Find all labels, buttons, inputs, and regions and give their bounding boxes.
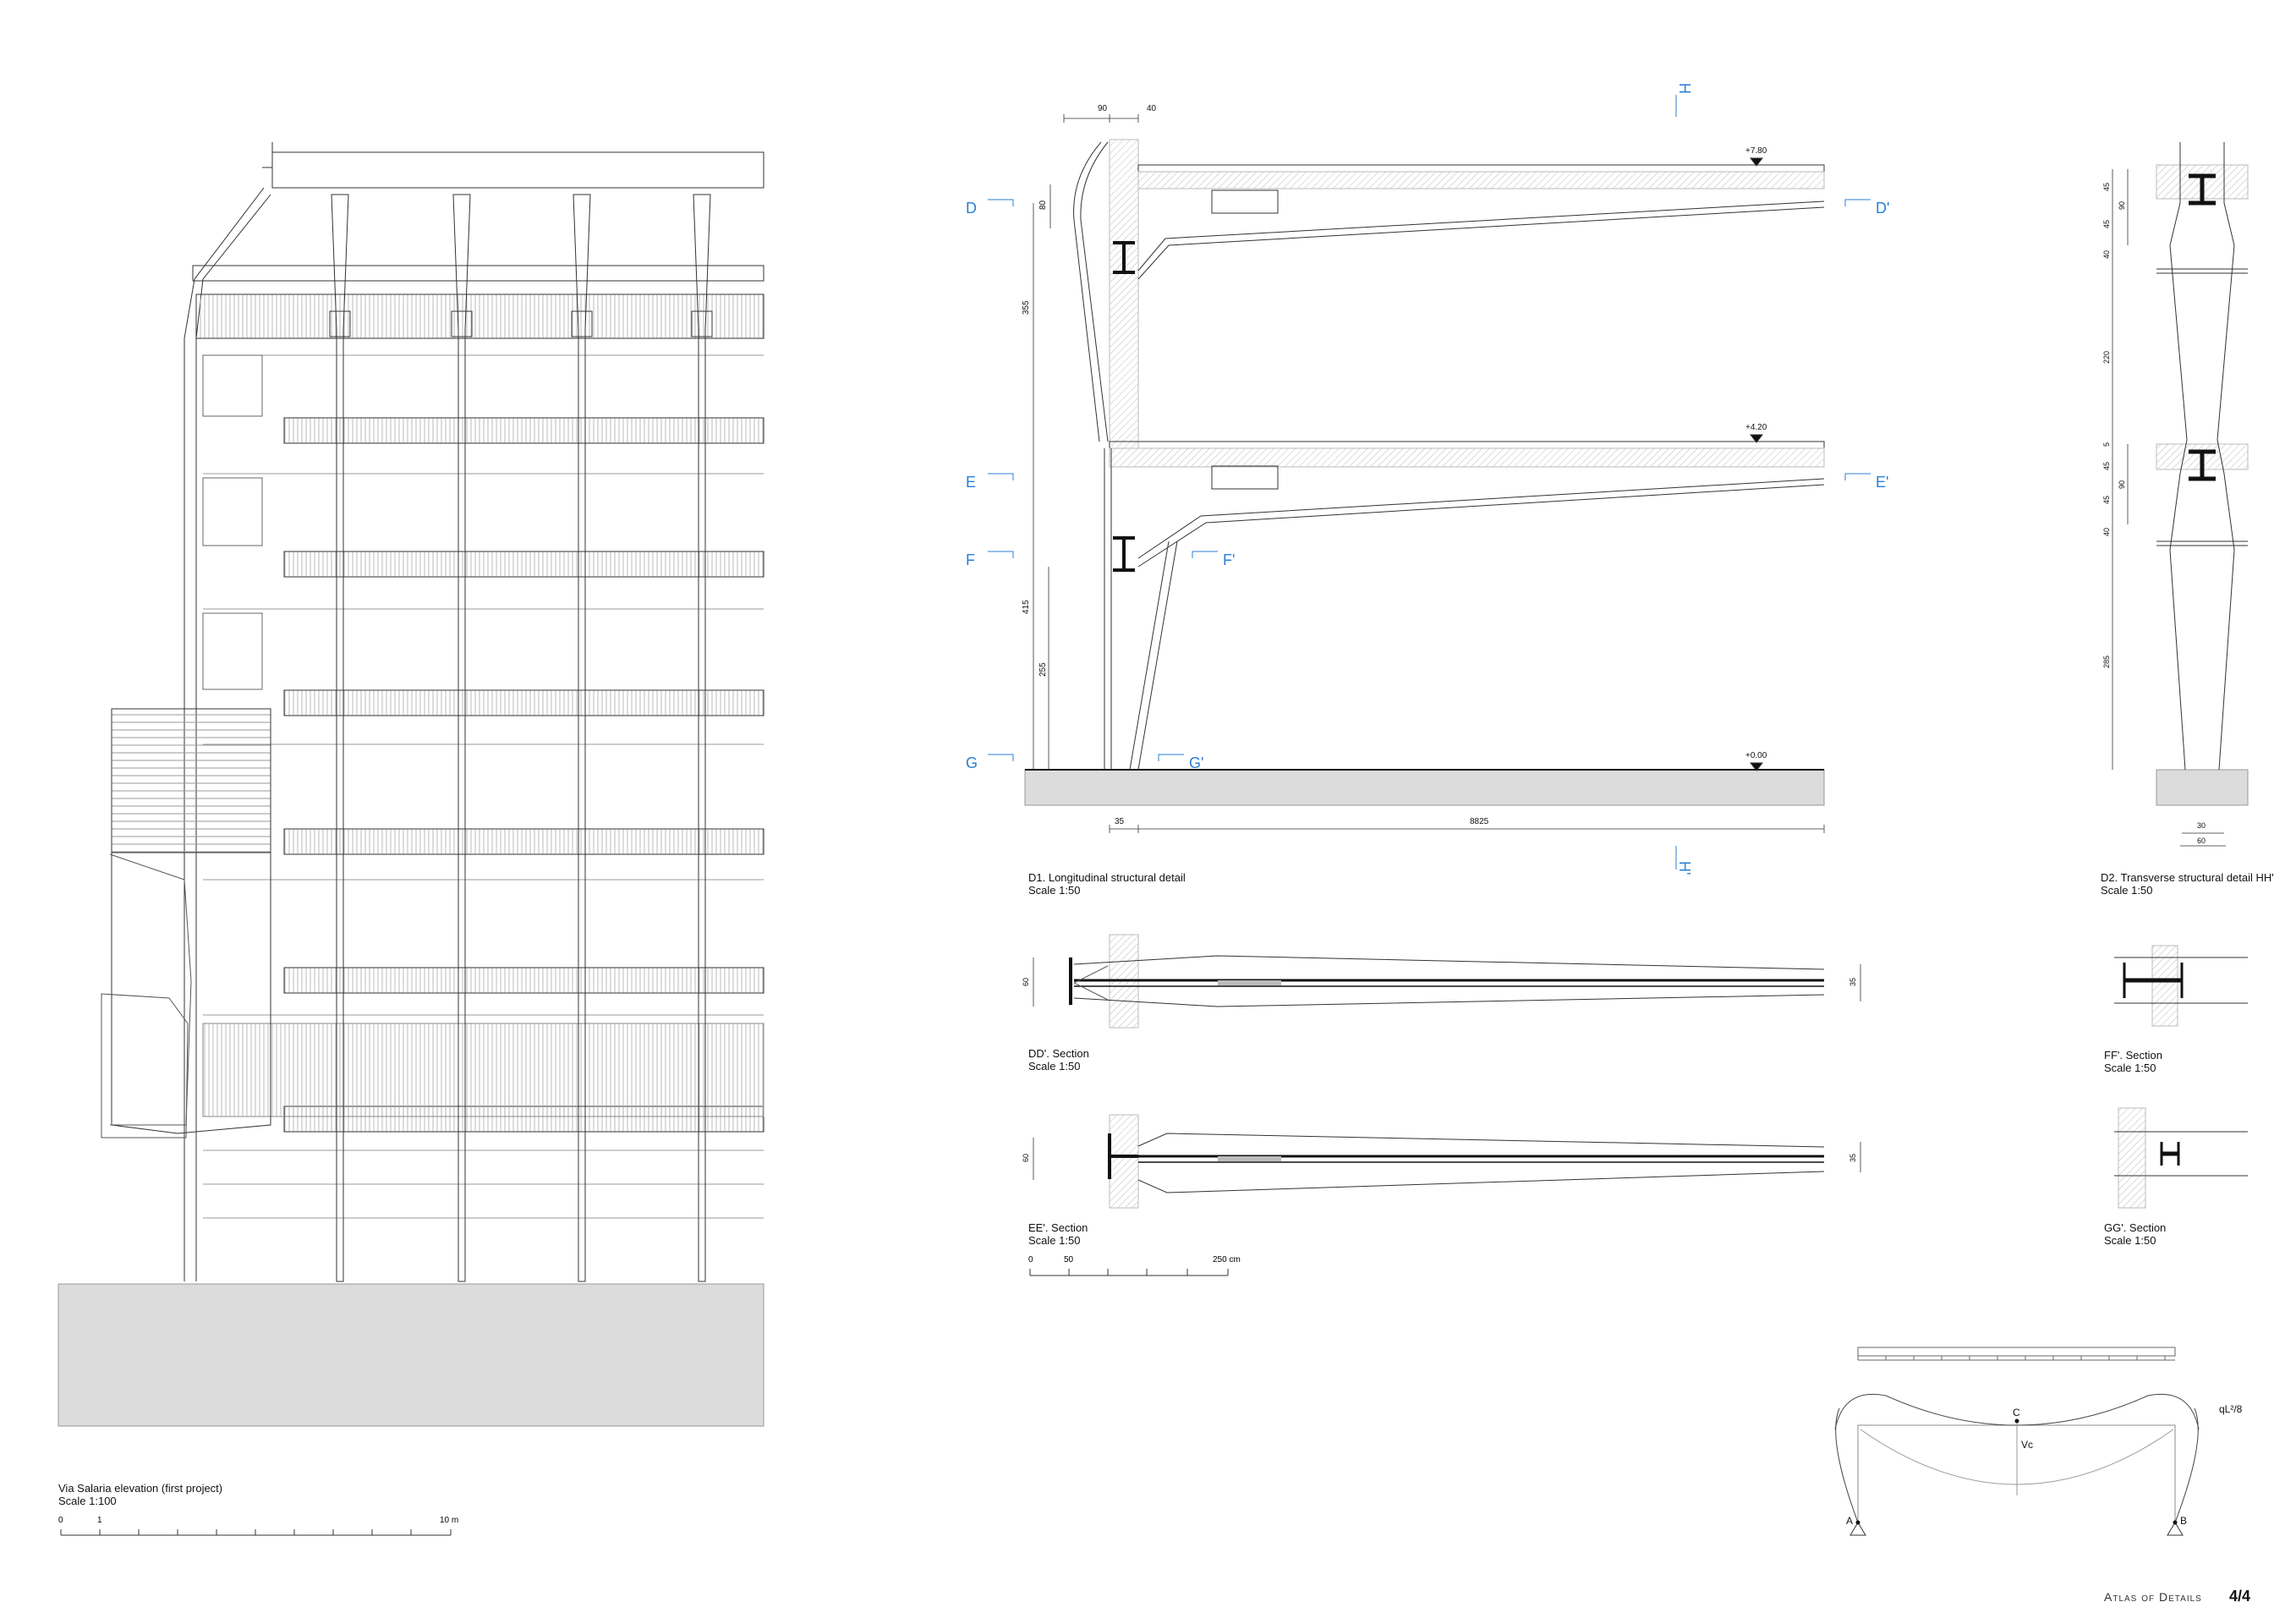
ff-scale: Scale 1:50 bbox=[2104, 1062, 2156, 1074]
d2-dim-90a: 90 bbox=[2118, 201, 2126, 210]
dd-caption: DD'. Section Scale 1:50 bbox=[1028, 1047, 1089, 1073]
gg-title: GG'. Section bbox=[2104, 1221, 2167, 1234]
d1-dim-355: 355 bbox=[1022, 300, 1031, 315]
label-vc: Vc bbox=[2021, 1439, 2033, 1451]
marker-f: F bbox=[966, 551, 975, 568]
d2-dim-45b: 45 bbox=[2102, 220, 2111, 228]
d1-dim-35: 35 bbox=[1115, 817, 1125, 826]
d2-dim-285: 285 bbox=[2102, 656, 2111, 668]
dd-dim-35: 35 bbox=[1849, 978, 1857, 986]
marker-g: G bbox=[966, 754, 978, 771]
marker-h: H bbox=[1676, 83, 1693, 94]
d1-dim-90: 90 bbox=[1098, 104, 1108, 113]
marker-e-prime: E' bbox=[1876, 474, 1888, 491]
ff-section bbox=[2114, 945, 2248, 1027]
elevation-ground bbox=[58, 1283, 764, 1427]
d2-dim-45c: 45 bbox=[2102, 462, 2111, 470]
d2-caption: D2. Transverse structural detail HH' Sca… bbox=[2101, 871, 2274, 897]
d2-dim-45d: 45 bbox=[2102, 496, 2111, 504]
d1-dim-255: 255 bbox=[1038, 662, 1048, 677]
dd-scale: Scale 1:50 bbox=[1028, 1060, 1081, 1073]
gg-section bbox=[2114, 1107, 2248, 1209]
level-000: +0.00 bbox=[1745, 751, 1767, 760]
moment-diagram bbox=[1834, 1347, 2200, 1536]
level-780: +7.80 bbox=[1745, 146, 1767, 156]
d1-ground bbox=[1024, 769, 1825, 806]
label-b: B bbox=[2180, 1515, 2187, 1527]
ee-caption: EE'. Section Scale 1:50 bbox=[1028, 1221, 1088, 1247]
marker-d: D bbox=[966, 200, 977, 217]
d1-dim-8825: 8825 bbox=[1470, 817, 1489, 826]
ee-dim-35: 35 bbox=[1849, 1154, 1857, 1162]
d2-dim-5: 5 bbox=[2102, 442, 2111, 447]
marker-g-prime: G' bbox=[1189, 754, 1203, 771]
elevation-scale-bar bbox=[60, 1529, 452, 1536]
elevation-scale: Scale 1:100 bbox=[58, 1495, 117, 1507]
label-ql2-8: qL²/8 bbox=[2219, 1403, 2243, 1415]
footer-title: Atlas of Details bbox=[2104, 1590, 2202, 1604]
stair-tower bbox=[101, 708, 271, 1138]
d2-dim-30: 30 bbox=[2197, 821, 2206, 830]
d2-dim-45a: 45 bbox=[2102, 183, 2111, 191]
marker-d-prime: D' bbox=[1876, 200, 1889, 217]
d1-scale: Scale 1:50 bbox=[1028, 884, 1081, 897]
d2-dim-90b: 90 bbox=[2118, 480, 2126, 489]
page-number: 4/4 bbox=[2229, 1588, 2251, 1605]
roof-canopy bbox=[195, 294, 764, 339]
marker-f-prime: F' bbox=[1223, 551, 1235, 568]
d2-dim-60: 60 bbox=[2197, 837, 2206, 845]
elevation-caption: Via Salaria elevation (first project) Sc… bbox=[58, 1482, 222, 1507]
elev-scale-1: 1 bbox=[97, 1516, 102, 1525]
d1-dim-80: 80 bbox=[1038, 200, 1048, 210]
node-a bbox=[1855, 1520, 1860, 1525]
elevation-drawing bbox=[58, 142, 764, 1427]
ee-dim-60: 60 bbox=[1022, 1154, 1030, 1162]
detail-scale-250: 250 cm bbox=[1213, 1255, 1241, 1265]
dd-dim-60: 60 bbox=[1022, 978, 1030, 986]
gg-scale: Scale 1:50 bbox=[2104, 1234, 2156, 1247]
d1-longitudinal-detail bbox=[1024, 114, 1825, 833]
detail-scale-0: 0 bbox=[1028, 1255, 1033, 1265]
ee-title: EE'. Section bbox=[1028, 1221, 1088, 1234]
d1-title: D1. Longitudinal structural detail bbox=[1028, 871, 1186, 884]
gg-caption: GG'. Section Scale 1:50 bbox=[2104, 1221, 2166, 1247]
elev-scale-0: 0 bbox=[58, 1516, 63, 1525]
elevation-title: Via Salaria elevation (first project) bbox=[58, 1482, 223, 1495]
node-b bbox=[2173, 1520, 2178, 1525]
dd-title: DD'. Section bbox=[1028, 1047, 1089, 1060]
d1-caption: D1. Longitudinal structural detail Scale… bbox=[1028, 871, 1186, 897]
detail-scale-bar bbox=[1029, 1269, 1229, 1276]
d2-i-beam-upper bbox=[2189, 173, 2216, 206]
d2-transverse-detail bbox=[2112, 142, 2249, 847]
d2-dim-40b: 40 bbox=[2102, 528, 2111, 536]
ff-caption: FF'. Section Scale 1:50 bbox=[2104, 1049, 2162, 1074]
node-c bbox=[2014, 1418, 2019, 1424]
d1-i-beam-lower bbox=[1113, 536, 1135, 572]
d1-dim-415: 415 bbox=[1022, 600, 1031, 614]
marker-e: E bbox=[966, 474, 976, 491]
section-marker-ticks bbox=[988, 95, 1871, 870]
elev-scale-10: 10 m bbox=[440, 1516, 458, 1525]
d2-i-beam-lower bbox=[2189, 449, 2216, 481]
dd-section bbox=[1033, 934, 1861, 1029]
label-c: C bbox=[2013, 1407, 2020, 1418]
d2-dim-220: 220 bbox=[2102, 351, 2111, 364]
ee-section bbox=[1033, 1114, 1861, 1209]
detail-scale-50: 50 bbox=[1064, 1255, 1074, 1265]
d2-scale: Scale 1:50 bbox=[2101, 884, 2153, 897]
section-markers: D E F G D' E' F' G' H H' bbox=[966, 83, 1889, 875]
d2-dim-40a: 40 bbox=[2102, 250, 2111, 259]
level-420: +4.20 bbox=[1745, 423, 1767, 432]
tapered-columns bbox=[329, 194, 713, 1282]
floor-slabs bbox=[283, 417, 764, 1133]
ee-scale: Scale 1:50 bbox=[1028, 1234, 1081, 1247]
d2-title: D2. Transverse structural detail HH' bbox=[2101, 871, 2274, 884]
marker-h-prime: H' bbox=[1676, 861, 1693, 875]
d1-dim-40: 40 bbox=[1147, 104, 1157, 113]
d1-i-beam-upper bbox=[1113, 241, 1135, 274]
label-a: A bbox=[1846, 1515, 1853, 1527]
ff-title: FF'. Section bbox=[2104, 1049, 2162, 1062]
